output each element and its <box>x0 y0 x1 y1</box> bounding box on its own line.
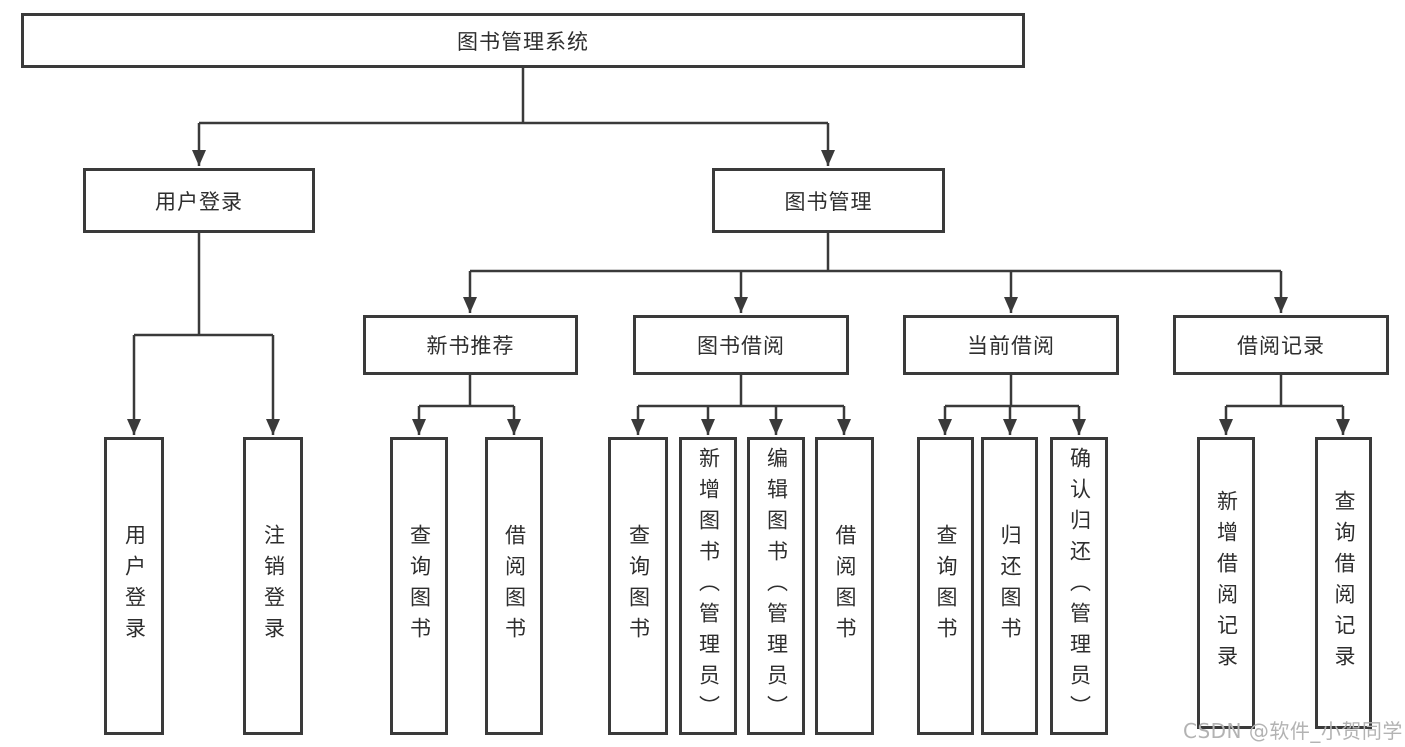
leaf-logout: 注销登录 <box>243 437 303 735</box>
node-user-login: 用户登录 <box>83 168 315 233</box>
node-book-borrowing: 图书借阅 <box>633 315 849 375</box>
node-new-book-recommend: 新书推荐 <box>363 315 578 375</box>
leaf-bb-edit-book: 编辑图书（管理员） <box>747 437 805 735</box>
watermark: CSDN @软件_小贺同学 <box>1183 719 1403 743</box>
leaf-br-add-record: 新增借阅记录 <box>1197 437 1255 729</box>
leaf-br-query-record: 查询借阅记录 <box>1315 437 1372 729</box>
leaf-cb-query-book: 查询图书 <box>917 437 974 735</box>
leaf-bb-borrow-book: 借阅图书 <box>815 437 874 735</box>
node-current-borrowing: 当前借阅 <box>903 315 1119 375</box>
leaf-nb-borrow-book: 借阅图书 <box>485 437 543 735</box>
node-book-management: 图书管理 <box>712 168 945 233</box>
node-root: 图书管理系统 <box>21 13 1025 68</box>
leaf-nb-query-book: 查询图书 <box>390 437 448 735</box>
node-borrowing-records: 借阅记录 <box>1173 315 1389 375</box>
leaf-cb-confirm-return: 确认归还（管理员） <box>1050 437 1108 735</box>
leaf-cb-return-book: 归还图书 <box>981 437 1038 735</box>
leaf-user-login: 用户登录 <box>104 437 164 735</box>
leaf-bb-add-book: 新增图书（管理员） <box>679 437 737 735</box>
leaf-bb-query-book: 查询图书 <box>608 437 668 735</box>
